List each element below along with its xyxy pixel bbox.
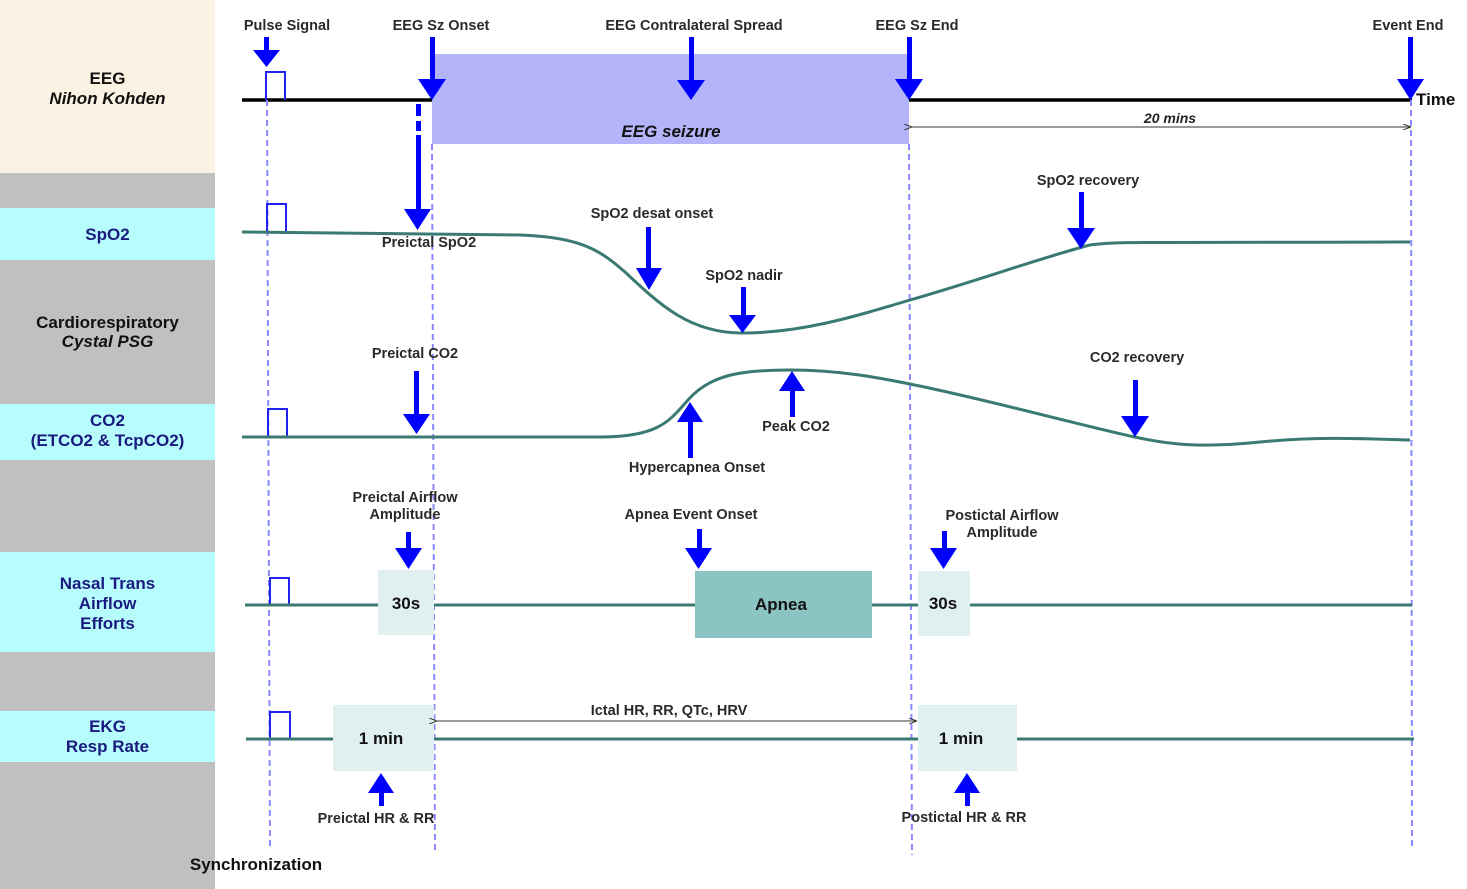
co2-recovery-arrow-icon bbox=[1121, 380, 1149, 437]
preictal-co2-label: Preictal CO2 bbox=[372, 346, 458, 362]
apnea-onset-label: Apnea Event Onset bbox=[625, 507, 758, 523]
desat-onset-arrow-icon bbox=[636, 227, 662, 290]
nasal-row-line3: Efforts bbox=[80, 614, 135, 633]
co2-row-panel bbox=[0, 404, 215, 460]
eeg-seizure-label: EEG seizure bbox=[621, 122, 720, 141]
pulse-wave-spo2 bbox=[266, 203, 287, 231]
nasal-row-line1: Nasal Trans bbox=[59, 574, 156, 593]
preictal-ekg-window-label: 1 min bbox=[359, 729, 403, 748]
contralateral-spread-arrow-icon bbox=[677, 37, 705, 100]
sz-onset-label: EEG Sz Onset bbox=[393, 18, 490, 34]
postictal-ekg-window bbox=[918, 705, 1017, 771]
pulse-signal-label: Pulse Signal bbox=[244, 18, 330, 34]
peak-co2-label: Peak CO2 bbox=[762, 419, 830, 435]
preictal-airflow-window bbox=[378, 570, 434, 635]
nasal-row-line2: Airflow bbox=[78, 594, 137, 613]
pulse-wave-ekg bbox=[269, 711, 291, 738]
gray-spacer bbox=[0, 173, 215, 208]
event-end-label: Event End bbox=[1373, 18, 1444, 34]
sz-end-label: EEG Sz End bbox=[876, 18, 959, 34]
spo2-row-title: SpO2 bbox=[85, 225, 130, 244]
preictal-spo2-label: Preictal SpO2 bbox=[382, 235, 476, 251]
gray-spacer bbox=[0, 460, 215, 552]
hypercapnea-onset-arrow-icon bbox=[677, 402, 703, 458]
co2-recovery-label: CO2 recovery bbox=[1090, 350, 1184, 366]
eeg-seizure-block bbox=[432, 54, 909, 144]
sync-line-event-end bbox=[1410, 99, 1413, 851]
cardio-group-panel bbox=[0, 260, 215, 404]
cardio-group-subtitle: Cystal PSG bbox=[61, 332, 154, 351]
cardio-group-title: Cardiorespiratory bbox=[36, 313, 179, 332]
preictal-airflow-arrow-icon bbox=[395, 532, 422, 569]
synchronization-label: Synchronization bbox=[190, 855, 322, 874]
hypercapnea-onset-label: Hypercapnea Onset bbox=[629, 460, 765, 476]
ekg-row-panel bbox=[0, 711, 215, 762]
co2-trace bbox=[242, 368, 1411, 447]
postictal-ekg-window-label: 1 min bbox=[939, 729, 983, 748]
postictal-airflow-window bbox=[918, 571, 970, 636]
postictal-airflow-arrow-icon bbox=[930, 531, 957, 569]
pulse-wave-eeg bbox=[265, 71, 286, 100]
gray-spacer bbox=[0, 652, 215, 711]
sync-line-sz-onset bbox=[431, 143, 436, 851]
co2-row-title: CO2 bbox=[90, 411, 125, 430]
nadir-label: SpO2 nadir bbox=[705, 268, 783, 284]
desat-onset-label: SpO2 desat onset bbox=[591, 206, 714, 222]
preictal-airflow-label-1: Preictal Airflow bbox=[352, 490, 458, 506]
ekg-row-line2: Resp Rate bbox=[65, 737, 150, 756]
time-axis-label: Time bbox=[1416, 90, 1455, 109]
apnea-box bbox=[695, 571, 872, 638]
preictal-airflow-window-label: 30s bbox=[392, 594, 420, 613]
preictal-hr-label: Preictal HR & RR bbox=[318, 811, 435, 827]
contralateral-spread-label: EEG Contralateral Spread bbox=[605, 18, 782, 34]
postictal-duration-label: 20 mins bbox=[1143, 110, 1196, 126]
apnea-box-label: Apnea bbox=[755, 595, 808, 614]
gray-spacer bbox=[0, 762, 215, 889]
preictal-ekg-window bbox=[333, 705, 434, 771]
sz-onset-arrow-icon bbox=[418, 37, 446, 100]
peak-co2-arrow-icon bbox=[779, 371, 805, 417]
postictal-hr-label: Postictal HR & RR bbox=[902, 810, 1027, 826]
spo2-recovery-arrow-icon bbox=[1067, 192, 1095, 249]
sync-line-sz-end bbox=[908, 143, 913, 856]
eeg-row-panel bbox=[0, 0, 215, 173]
preictal-airflow-label-2: Amplitude bbox=[370, 507, 441, 523]
spo2-row-panel bbox=[0, 208, 215, 260]
postictal-airflow-window-label: 30s bbox=[929, 594, 957, 613]
preictal-co2-arrow-icon bbox=[403, 371, 430, 434]
pulse-signal-arrow-icon bbox=[253, 37, 280, 67]
spo2-recovery-label: SpO2 recovery bbox=[1037, 173, 1139, 189]
postictal-hr-arrow-icon bbox=[954, 773, 980, 806]
nasal-row-panel bbox=[0, 552, 215, 652]
sz-end-arrow-icon bbox=[895, 37, 923, 100]
pulse-wave-nasal bbox=[269, 577, 290, 605]
event-end-arrow-icon bbox=[1397, 37, 1424, 100]
nadir-arrow-icon bbox=[729, 287, 756, 333]
co2-row-subtitle: (ETCO2 & TcpCO2) bbox=[30, 431, 185, 450]
ekg-row-line1: EKG bbox=[89, 717, 126, 736]
eeg-row-title: EEG bbox=[89, 69, 126, 88]
pulse-wave-co2 bbox=[267, 408, 288, 436]
preictal-hr-arrow-icon bbox=[368, 773, 394, 806]
apnea-onset-arrow-icon bbox=[685, 529, 712, 569]
postictal-airflow-label-1: Postictal Airflow bbox=[945, 508, 1059, 524]
spo2-trace bbox=[241, 230, 1411, 335]
eeg-row-subtitle: Nihon Kohden bbox=[49, 89, 166, 108]
postictal-airflow-label-2: Amplitude bbox=[967, 525, 1038, 541]
preictal-spo2-arrow-icon bbox=[404, 104, 431, 230]
ictal-measures-label: Ictal HR, RR, QTc, HRV bbox=[591, 703, 748, 719]
